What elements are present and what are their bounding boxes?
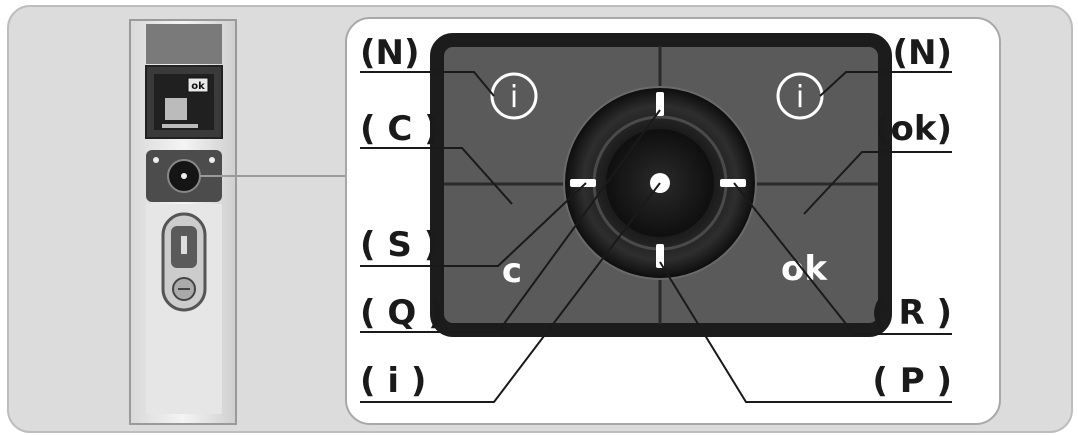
mini-key-top-left <box>153 157 159 163</box>
screen-icon <box>165 98 187 120</box>
label-r: ( R ) <box>871 293 952 333</box>
label-q: ( Q ) <box>360 293 444 333</box>
leader-n-right <box>819 71 952 97</box>
leader-s <box>360 182 587 267</box>
screen-ok-text: ok <box>191 81 205 92</box>
callout-lines <box>360 71 952 403</box>
label-c: ( C ) <box>360 109 440 149</box>
leader-ok <box>803 151 952 215</box>
nav-down-mark[interactable] <box>656 244 664 268</box>
leader-q <box>360 109 661 333</box>
label-p: ( P ) <box>872 361 952 401</box>
screen-ok-box <box>187 77 209 93</box>
info-key-left[interactable]: i <box>490 72 538 120</box>
info-key-right-glyph: i <box>796 80 804 115</box>
label-n-right: (N) <box>892 33 952 73</box>
leader-p <box>659 261 952 403</box>
nav-left-mark[interactable] <box>570 179 596 187</box>
nav-right-mark[interactable] <box>720 179 746 187</box>
nav-up-mark[interactable] <box>656 92 664 116</box>
mini-dpad-center <box>181 173 187 179</box>
remote-slider-mark <box>181 236 187 254</box>
info-key-left-glyph: i <box>510 80 518 115</box>
ok-key[interactable]: ok <box>781 249 828 289</box>
label-i: ( i ) <box>360 361 426 401</box>
remote-top-cap <box>146 24 222 64</box>
screen-status-bar <box>162 124 198 128</box>
c-key[interactable]: c <box>502 251 522 291</box>
label-s: ( S ) <box>360 225 439 265</box>
label-ok: (ok) <box>875 109 952 149</box>
info-icon <box>776 72 824 120</box>
keypad: i i c ok <box>430 33 892 337</box>
info-key-right[interactable]: i <box>776 72 824 120</box>
mini-key-top-right <box>209 157 215 163</box>
leader-r <box>733 182 952 335</box>
leader-n-left <box>360 71 495 97</box>
leader-i <box>360 182 661 403</box>
remote-control: ok <box>129 19 237 425</box>
label-n-left: (N) <box>360 33 420 73</box>
leader-c <box>360 147 513 205</box>
info-icon <box>490 72 538 120</box>
